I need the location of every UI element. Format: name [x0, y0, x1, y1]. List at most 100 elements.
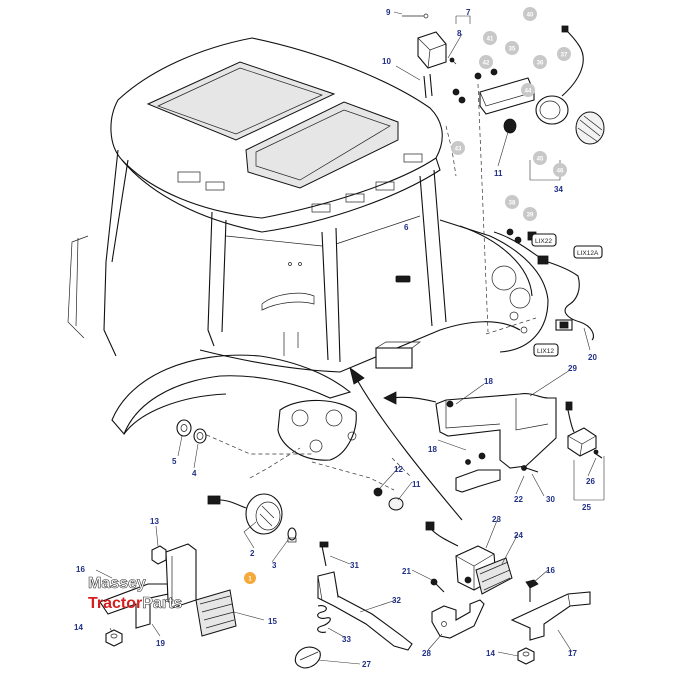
callout-34: 34 — [554, 185, 563, 194]
bulb-3 — [287, 527, 297, 541]
callout-2: 2 — [250, 549, 255, 558]
door-handle — [261, 292, 315, 311]
callout-11a: 11 — [494, 169, 503, 178]
callout-26: 26 — [586, 477, 595, 486]
bracket-28 — [431, 599, 485, 639]
callout-11b: 11 — [412, 480, 421, 489]
callout-leaders — [95, 11, 605, 665]
callout-18a: 18 — [484, 377, 493, 386]
brand-logo: Massey TractorParts — [88, 575, 183, 613]
plate-bracket-19-assembly — [99, 543, 237, 647]
badge-35 — [505, 41, 519, 55]
lens-11 — [503, 118, 517, 134]
side-lamp-25 — [567, 427, 597, 457]
badge-37 — [557, 47, 571, 61]
callout-10: 10 — [382, 57, 391, 66]
nut-12 — [373, 487, 383, 497]
svg-text:41: 41 — [487, 37, 494, 43]
callout-18b: 18 — [428, 445, 437, 454]
screw-10 — [423, 75, 427, 99]
badge-45 — [533, 151, 547, 165]
badge-43 — [451, 141, 465, 155]
callout-25: 25 — [582, 503, 591, 512]
svg-text:42: 42 — [483, 61, 490, 67]
roof-hatch-right — [245, 101, 399, 189]
spring-33 — [317, 605, 331, 633]
callout-4: 4 — [192, 469, 197, 478]
arrow-head-main — [349, 367, 365, 385]
assembly-arrows — [349, 367, 463, 521]
callout-8: 8 — [457, 29, 462, 38]
rear-lamp-body-2 — [245, 493, 283, 535]
lamp-bracket-29 — [435, 393, 557, 469]
badge-42 — [479, 55, 493, 69]
callout-14b: 14 — [486, 649, 495, 658]
callout-5: 5 — [172, 457, 177, 466]
lamp-arm-32 — [317, 571, 413, 651]
wiring-harness-20: LIX22 LIX12A LIX12 — [493, 231, 603, 357]
highlight-callout-badge: 1 — [244, 572, 256, 584]
badge-1 — [244, 572, 256, 584]
lamp-23-bracket-28-assembly — [425, 521, 513, 639]
tag-lix12-text: LIX12 — [537, 348, 554, 355]
badge-40 — [523, 7, 537, 21]
svg-text:45: 45 — [537, 157, 544, 163]
callout-21: 21 — [402, 567, 411, 576]
lamp-arm-32-assembly — [294, 541, 413, 669]
logo-massey: Massey — [88, 575, 146, 592]
callout-7: 7 — [466, 8, 471, 17]
callout-29: 29 — [568, 364, 577, 373]
roof-lamp-parts — [402, 13, 605, 244]
callout-31: 31 — [350, 561, 359, 570]
number-plate-bracket — [479, 77, 535, 115]
tag-lix22 — [531, 233, 557, 247]
callout-19: 19 — [156, 639, 165, 648]
side-marker-lamp — [395, 275, 411, 283]
cab-roof-rim — [121, 157, 441, 233]
badge-38 — [505, 195, 519, 209]
svg-text:46: 46 — [557, 169, 564, 175]
lens-11b — [388, 497, 404, 511]
right-lamp-bracket-assembly — [435, 393, 603, 493]
rear-fender — [111, 354, 352, 436]
badge-39 — [523, 207, 537, 221]
callout-32: 32 — [392, 596, 401, 605]
callout-13: 13 — [150, 517, 159, 526]
svg-text:37: 37 — [561, 53, 568, 59]
marker-lamp-7 — [417, 31, 447, 69]
callout-20: 20 — [588, 353, 597, 362]
round-lamp-body — [535, 95, 569, 125]
grommet-5 — [176, 419, 192, 437]
nut-13 — [151, 545, 167, 565]
tag-lix12a — [573, 245, 603, 259]
svg-text:38: 38 — [509, 201, 516, 207]
callout-6: 6 — [404, 223, 409, 232]
svg-text:36: 36 — [537, 61, 544, 67]
svg-text:44: 44 — [525, 89, 532, 95]
ring-4 — [193, 428, 207, 444]
faded-callout-badges: 40 41 35 36 37 42 43 38 39 44 45 46 — [451, 7, 571, 221]
roof-work-lamp-left — [311, 203, 331, 213]
arrow-head-bracket — [383, 391, 397, 405]
bracket-17 — [510, 591, 591, 641]
badge-46 — [553, 163, 567, 177]
svg-text:40: 40 — [527, 13, 534, 19]
roof-beacon-lamp — [403, 153, 423, 163]
roof-hatch-left — [146, 61, 336, 141]
tag-lix12a-text: LIX12A — [577, 250, 599, 257]
bracket-17-assembly — [510, 579, 591, 665]
svg-text:1: 1 — [248, 577, 252, 583]
clamp-27 — [294, 646, 321, 669]
bolt-21 — [435, 583, 445, 593]
tag-lix22-text: LIX22 — [535, 238, 552, 245]
bracket-19 — [99, 583, 169, 629]
callout-15: 15 — [268, 617, 277, 626]
roof-work-lamp-center — [345, 193, 365, 203]
lamp-lens-24 — [475, 557, 513, 595]
callout-3: 3 — [272, 561, 277, 570]
svg-text:35: 35 — [509, 47, 516, 53]
logo-tractorparts: TractorParts — [88, 595, 182, 612]
lamp-plug-23 — [425, 521, 435, 531]
